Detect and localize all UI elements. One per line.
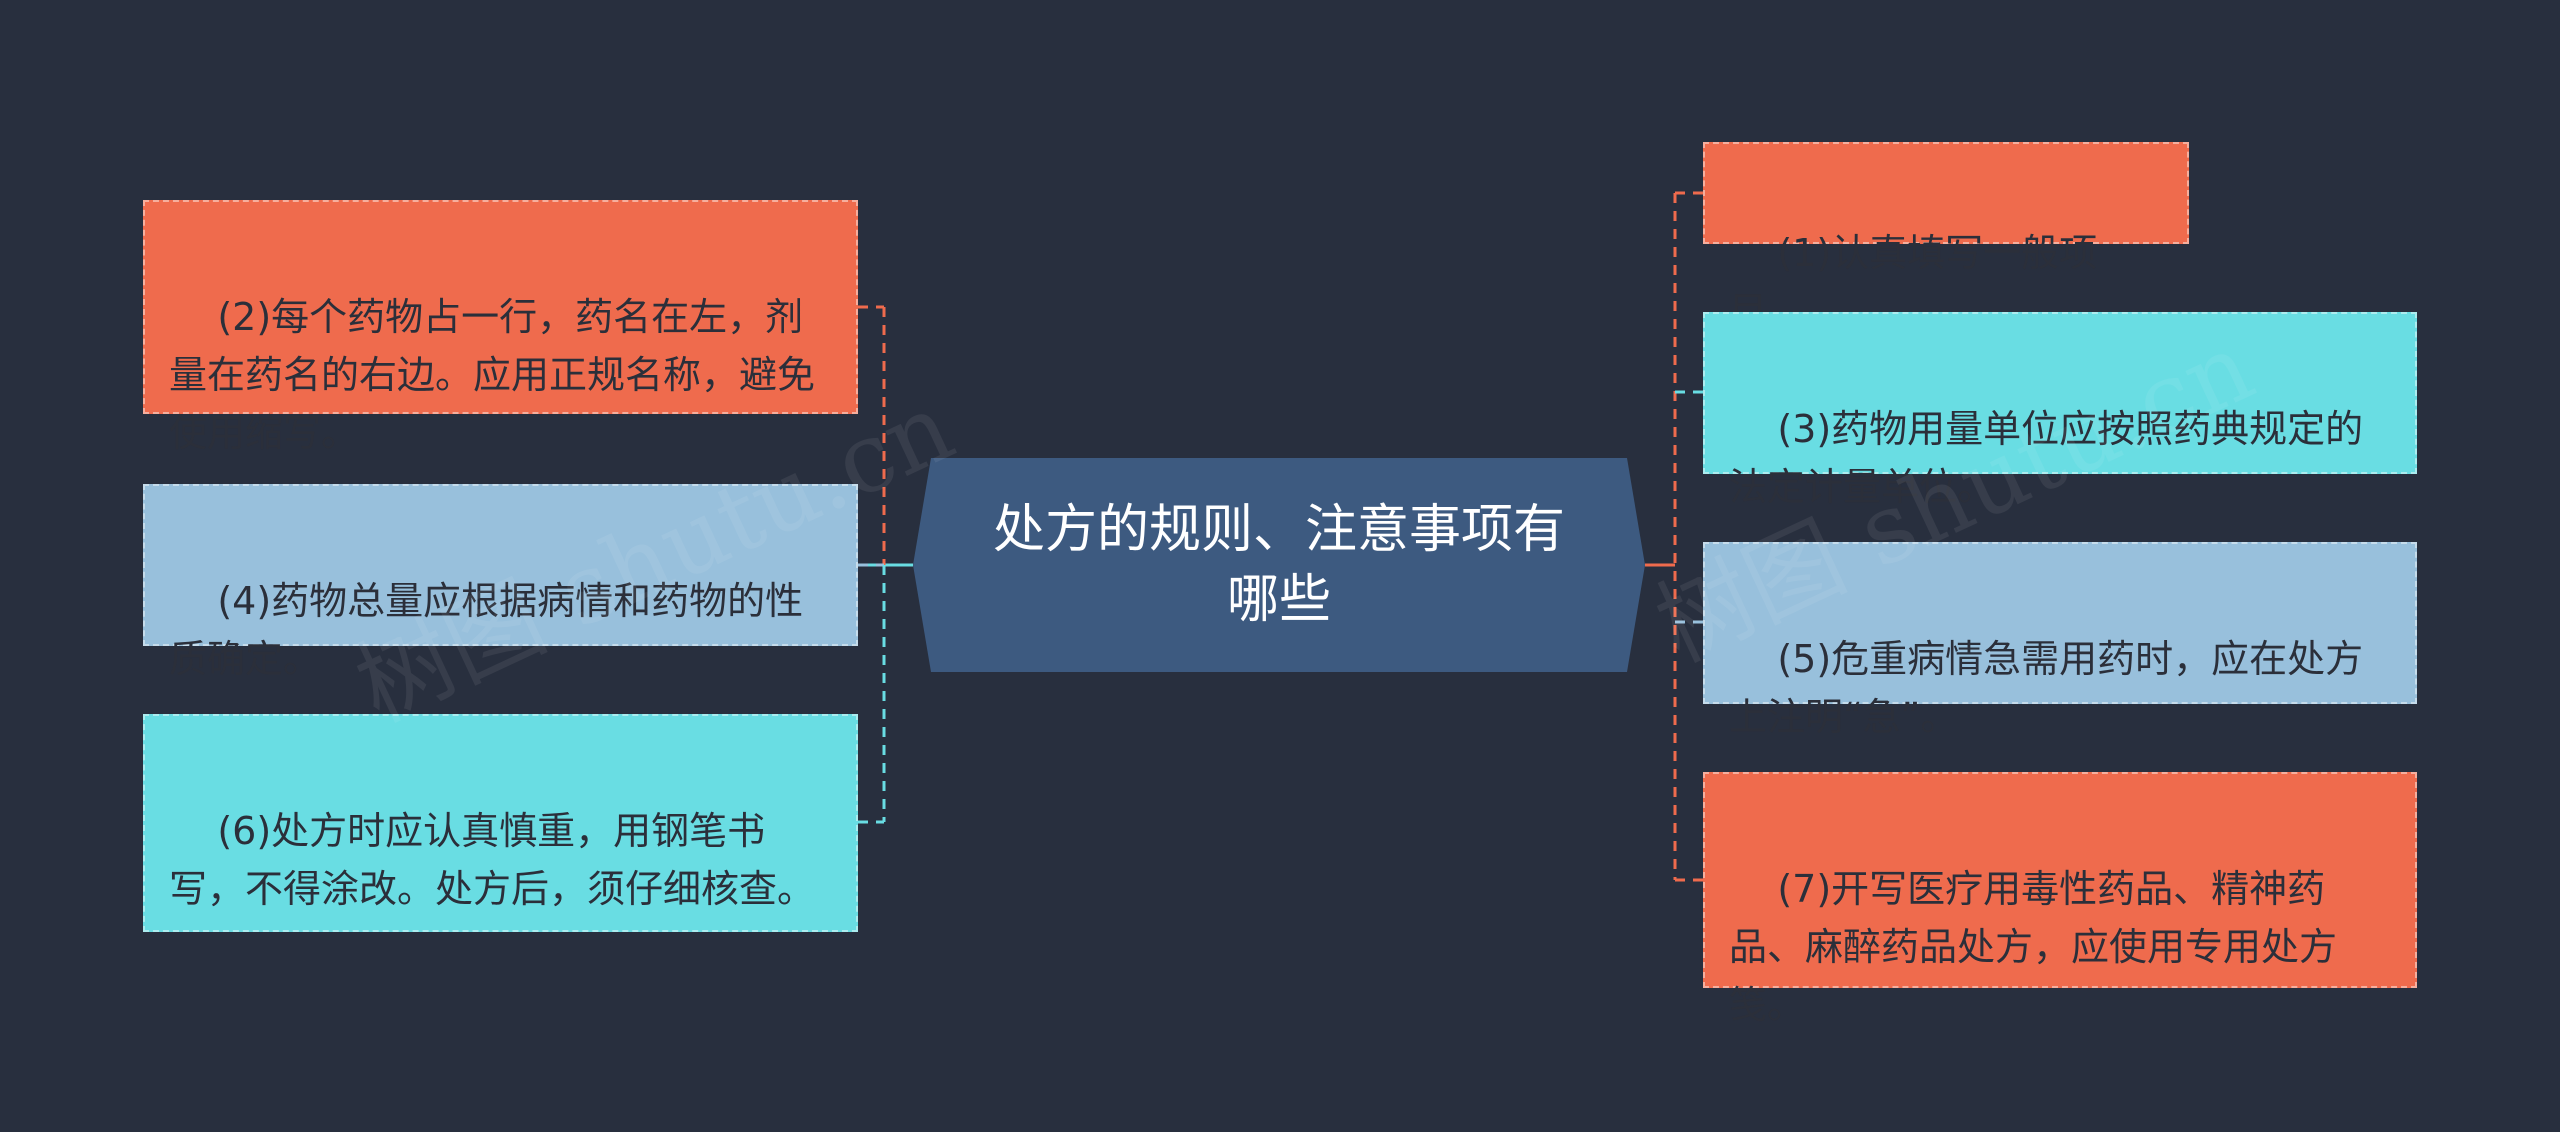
topic-node-4[interactable]: (4)药物总量应根据病情和药物的性质确定。: [143, 484, 858, 681]
topic-node-6-label: (6)处方时应认真慎重，用钢笔书写，不得涂改。处方后，须仔细核查。: [169, 809, 816, 911]
topic-node-4-label: (4)药物总量应根据病情和药物的性质确定。: [169, 579, 804, 681]
topic-node-6[interactable]: (6)处方时应认真慎重，用钢笔书写，不得涂改。处方后，须仔细核查。: [143, 714, 858, 932]
topic-node-5-label: (5)危重病情急需用药时，应在处方上注明“急”。: [1729, 637, 2364, 739]
center-topic-label: 处方的规则、注意事项有哪些: [992, 500, 1565, 630]
center-topic[interactable]: 处方的规则、注意事项有哪些: [913, 458, 1645, 672]
topic-node-2[interactable]: (2)每个药物占一行，药名在左，剂量在药名的右边。应用正规名称，避免使用缩写。: [143, 200, 858, 455]
center-node-shape: [913, 458, 1645, 672]
topic-node-5[interactable]: (5)危重病情急需用药时，应在处方上注明“急”。: [1703, 542, 2417, 739]
topic-node-2-label: (2)每个药物占一行，药名在左，剂量在药名的右边。应用正规名称，避免使用缩写。: [169, 295, 816, 455]
topic-node-3[interactable]: (3)药物用量单位应按照药典规定的法定计量单位。: [1703, 312, 2417, 509]
topic-node-3-label: (3)药物用量单位应按照药典规定的法定计量单位。: [1729, 407, 2364, 509]
topic-node-1[interactable]: (1)认真填写一般项目。: [1703, 142, 2189, 333]
topic-node-7[interactable]: (7)开写医疗用毒性药品、精神药品、麻醉药品处方，应使用专用处方笺。: [1703, 772, 2417, 1027]
topic-node-7-label: (7)开写医疗用毒性药品、精神药品、麻醉药品处方，应使用专用处方笺。: [1729, 867, 2338, 1027]
